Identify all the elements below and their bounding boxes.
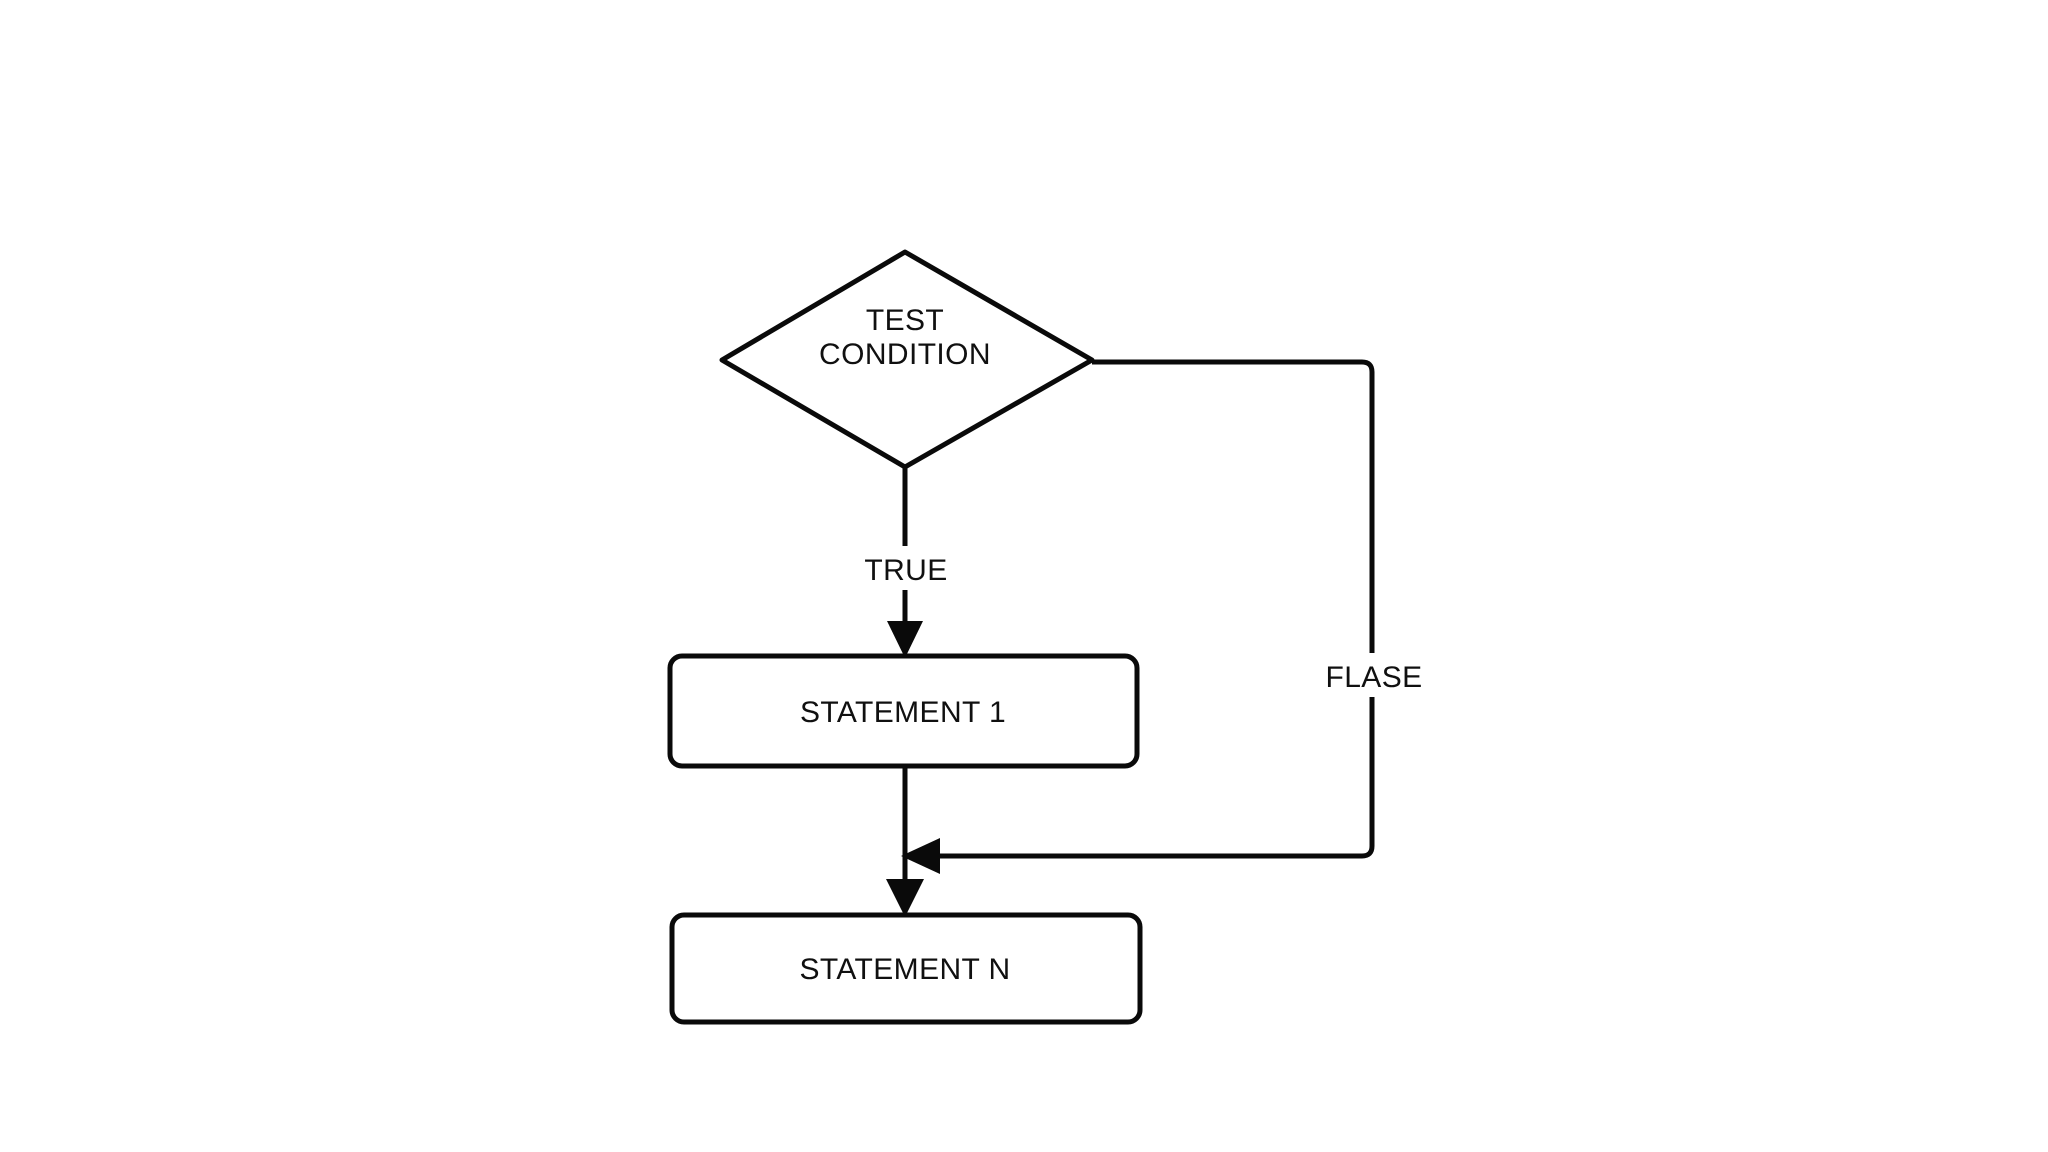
false-branch-arrowhead-icon <box>901 838 940 874</box>
true-label-backdrop <box>845 546 967 590</box>
true-branch-arrowhead-icon <box>887 621 923 658</box>
statement-1-label: STATEMENT 1 <box>800 696 1006 729</box>
false-label-text: FLASE <box>1325 661 1422 694</box>
statement-n-label: STATEMENT N <box>799 953 1010 986</box>
false-branch-line <box>940 359 1375 859</box>
false-label-backdrop <box>1305 653 1443 697</box>
node-statement-n[interactable]: STATEMENT N <box>669 912 1143 1025</box>
decision-label-line2: CONDITION <box>819 338 991 371</box>
sequence-arrowhead-icon <box>886 879 924 917</box>
edge-sequence <box>886 765 924 917</box>
node-test-condition[interactable]: TEST CONDITION <box>719 249 1095 470</box>
edge-false-branch <box>901 359 1375 874</box>
node-statement-1[interactable]: STATEMENT 1 <box>667 653 1140 769</box>
decision-diamond-shape <box>719 249 1095 470</box>
true-label-text: TRUE <box>864 554 947 587</box>
statement-1-shape <box>667 653 1140 769</box>
edge-label-true: TRUE <box>845 546 967 590</box>
edge-label-false: FLASE <box>1305 653 1443 697</box>
statement-n-shape <box>669 912 1143 1025</box>
decision-label-line1: TEST <box>866 304 944 337</box>
